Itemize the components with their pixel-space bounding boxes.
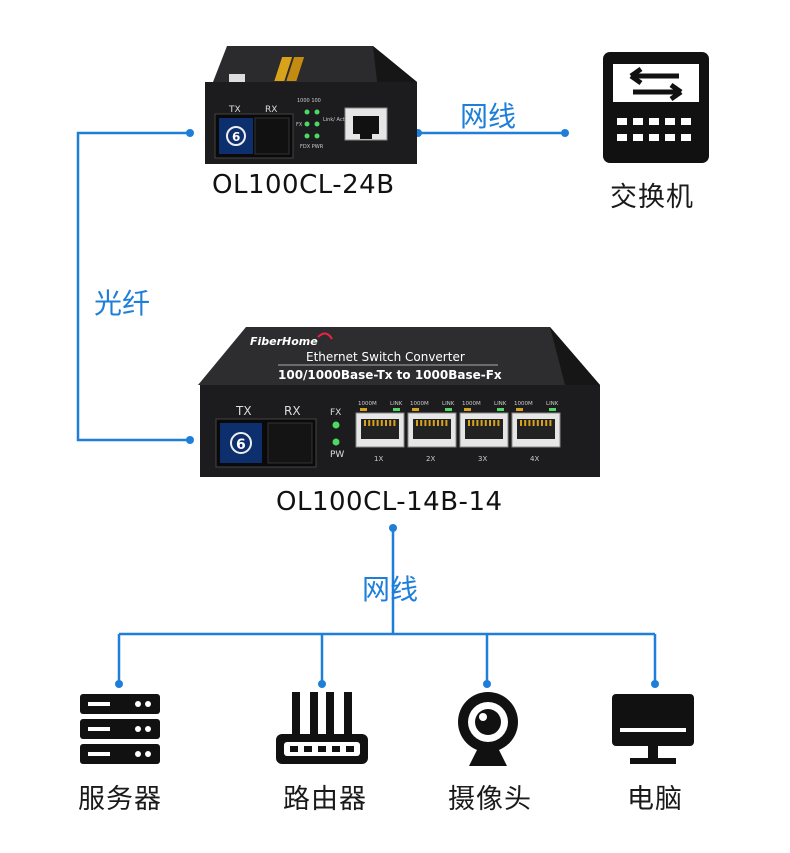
top-port-tx-label: TX [228,105,241,115]
rj45-speed-label: 1000M [462,401,481,407]
top-led-header: 1000 100 [297,98,321,104]
rj45-port-number: 1X [374,455,383,463]
main-title-line2: 100/1000Base-Tx to 1000Base-Fx [278,368,502,382]
rj45-link-label: LINK [494,401,507,407]
main-brand: FiberHome [250,335,318,348]
endpoint-label-camera: 摄像头 [448,784,532,815]
rj45-port-3: 1000M LINK 3X [459,401,509,463]
switch-label: 交换机 [610,182,694,213]
top-led-link: Link/ Act [323,117,345,123]
rj45-link-label: LINK [546,401,559,407]
rj45-link-label: LINK [442,401,455,407]
rj45-speed-label: 1000M [410,401,429,407]
endpoint-label-computer: 电脑 [627,784,683,815]
cable-bottom-label: 网线 [362,573,419,606]
fiber-label: 光纤 [94,287,151,320]
svg-text:6: 6 [236,437,246,453]
main-led-pw: PW [330,450,344,460]
svg-text:6: 6 [232,130,240,144]
rj45-speed-label: 1000M [358,401,377,407]
top-port-rx-label: RX [265,105,277,115]
rj45-port-2: 1000M LINK 2X [407,401,457,463]
cable-top-label: 网线 [460,100,517,133]
rj45-port-number: 2X [426,455,435,463]
computer-icon [612,694,694,764]
rj45-port-number: 4X [530,455,539,463]
rj45-link-label: LINK [390,401,403,407]
main-led-fx: FX [330,408,341,418]
rj45-speed-label: 1000M [514,401,533,407]
rj45-port-1: 1000M LINK 1X [355,401,405,463]
endpoint-label-server: 服务器 [78,784,162,815]
main-port-rx-label: RX [284,404,301,418]
rj45-port-4: 1000M LINK 4X [511,401,561,463]
main-port-tx-label: TX [235,404,252,418]
top-led-fdx: FDX PWR [300,144,324,150]
camera-icon [458,692,518,766]
top-led-fx: FX [296,122,303,128]
top-media-converter: TX RX 6 1000 100 FX Link/ Act FDX PWR [205,46,417,164]
main-title-line1: Ethernet Switch Converter [306,350,465,364]
router-icon [276,692,368,764]
main-device-model: OL100CL-14B-14 [276,487,503,517]
main-switch-converter: FiberHome Ethernet Switch Converter 100/… [198,327,600,477]
top-device-model: OL100CL-24B [212,170,395,200]
switch-icon [603,52,709,163]
rj45-port-number: 3X [478,455,487,463]
server-icon [80,694,160,764]
endpoint-label-router: 路由器 [283,784,367,815]
